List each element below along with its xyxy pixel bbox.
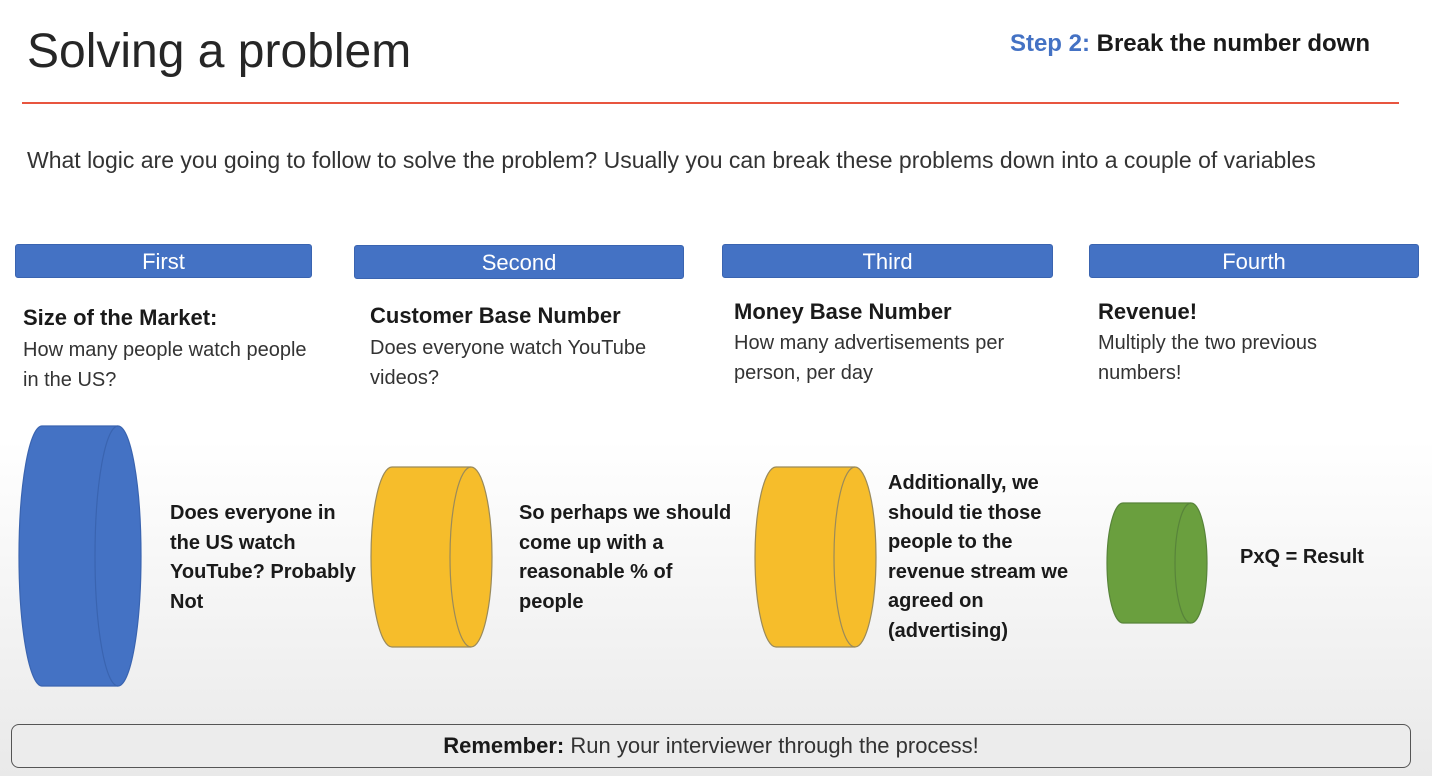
step-number: Step 2: xyxy=(1009,30,1090,57)
column-header-first: First xyxy=(15,244,312,278)
column-header-third: Third xyxy=(722,244,1053,278)
column-title-third: Money Base Number xyxy=(734,299,952,324)
cylinder-shape-gold-2 xyxy=(754,466,877,648)
column-desc-third: How many advertisements per person, per … xyxy=(734,332,1005,384)
column-desc-fourth: Multiply the two previous numbers! xyxy=(1098,332,1317,384)
note-first: Does everyone in the US watch YouTube? P… xyxy=(170,502,356,613)
reminder-box: Remember: Run your interviewer through t… xyxy=(11,724,1411,768)
column-title-fourth: Revenue! xyxy=(1098,299,1198,324)
cylinder-shape-gold-1 xyxy=(370,466,493,648)
step-indicator: Step 2: Break the number down xyxy=(1010,30,1370,58)
column-header-fourth: Fourth xyxy=(1089,244,1419,278)
step-title: Break the number down xyxy=(1096,30,1370,57)
column-header-second: Second xyxy=(354,245,684,279)
page-title: Solving a problem xyxy=(27,25,412,78)
cylinder-shape-blue xyxy=(18,425,142,687)
column-title-second: Customer Base Number xyxy=(370,303,621,328)
column-desc-first: How many people watch people in the US? xyxy=(23,339,307,391)
note-fourth: PxQ = Result xyxy=(1240,546,1364,568)
reminder-text: Run your interviewer through the process… xyxy=(564,733,979,758)
cylinder-shape-green xyxy=(1106,502,1208,624)
column-desc-second: Does everyone watch YouTube videos? xyxy=(370,337,647,389)
reminder-label: Remember: xyxy=(443,733,565,758)
column-title-first: Size of the Market: xyxy=(23,305,218,330)
intro-text: What logic are you going to follow to so… xyxy=(27,147,1316,173)
title-divider xyxy=(22,102,1399,104)
note-second: So perhaps we should come up with a reas… xyxy=(519,502,732,613)
note-third: Additionally, we should tie those people… xyxy=(888,472,1069,642)
